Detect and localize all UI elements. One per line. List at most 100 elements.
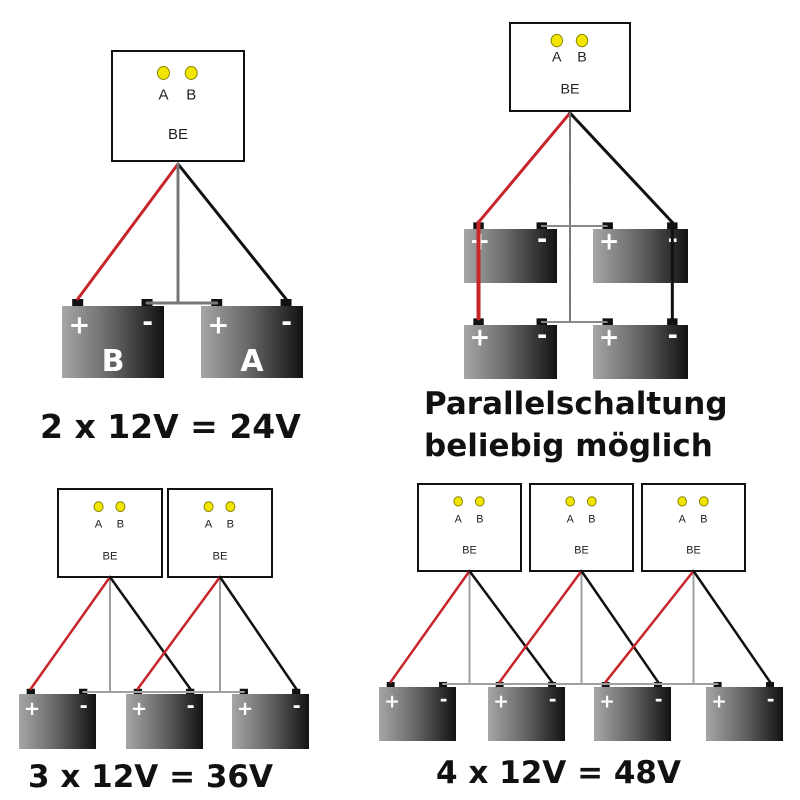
caption-3x12v: 3 x 12V = 36V <box>28 759 273 795</box>
battery: + -B <box>62 299 164 379</box>
balancer-frame <box>57 488 163 578</box>
battery-plus-label: + <box>68 310 90 340</box>
led-a-icon <box>203 501 214 512</box>
negative-wire <box>218 575 298 690</box>
balancer-name: BE <box>212 550 228 562</box>
battery-terminal-negative <box>667 318 678 325</box>
battery: +- <box>488 681 565 741</box>
battery-letter-label: B <box>102 344 125 379</box>
battery-terminal-negative <box>280 299 292 306</box>
battery: +- <box>232 688 309 749</box>
battery-minus-label: - <box>293 695 301 718</box>
led-b-icon <box>474 496 485 507</box>
battery-letter-label: A <box>240 344 264 379</box>
positive-wire <box>29 575 112 690</box>
led-a-icon <box>93 501 104 512</box>
battery: +- <box>593 318 688 379</box>
balancer-frame <box>529 483 634 572</box>
balancer-name: BE <box>102 550 118 562</box>
led-a-icon <box>565 496 575 507</box>
battery-minus-label: - <box>668 320 678 349</box>
battery-body <box>232 694 309 749</box>
battery: +- <box>706 681 783 741</box>
battery-minus-label: - <box>655 689 663 710</box>
led-b-label: B <box>186 86 196 103</box>
led-b-icon <box>586 496 597 507</box>
battery-body <box>201 306 303 378</box>
led-a-label: A <box>567 513 575 525</box>
battery-plus-label: + <box>237 697 253 720</box>
balancer-frame <box>111 50 245 162</box>
balancer-name: BE <box>168 126 188 143</box>
led-a-label: A <box>95 519 103 531</box>
led-b-icon <box>575 33 589 48</box>
battery-minus-label: - <box>80 695 88 718</box>
led-b-label: B <box>227 519 235 531</box>
battery-minus-label: - <box>537 320 547 349</box>
led-a-icon <box>156 66 170 80</box>
balancer-box: A B BE <box>167 488 273 578</box>
battery-body <box>464 325 557 379</box>
battery-plus-label: + <box>384 692 400 713</box>
led-a-label: A <box>455 513 463 525</box>
battery-minus-label: - <box>767 689 775 710</box>
battery-plus-label: + <box>599 227 620 256</box>
caption-parallel-line2: beliebig möglich <box>424 428 713 464</box>
battery-minus-label: - <box>142 307 153 337</box>
battery-terminal-positive <box>602 318 613 325</box>
balancer-frame <box>417 483 522 572</box>
battery: +- <box>379 681 456 741</box>
battery-body <box>62 306 164 378</box>
battery-minus-label: - <box>187 695 195 718</box>
battery-body <box>594 687 671 741</box>
battery-body <box>593 325 688 379</box>
positive-wire <box>498 569 583 684</box>
balancer-box: A B BE <box>111 50 245 162</box>
battery-minus-label: - <box>281 307 292 337</box>
positive-wire <box>76 162 180 301</box>
led-a-label: A <box>158 86 168 103</box>
balancer-name: BE <box>560 81 579 97</box>
led-a-icon <box>677 496 687 507</box>
battery-plus-label: + <box>131 697 147 720</box>
battery-plus-label: + <box>711 692 727 713</box>
led-b-icon <box>184 66 198 80</box>
led-a-label: A <box>205 519 213 531</box>
battery-terminal-positive <box>386 681 395 687</box>
battery-terminal-positive <box>26 688 35 694</box>
battery-plus-label: + <box>599 692 615 713</box>
balancer-box: A B BE <box>417 483 522 572</box>
battery-terminal-positive <box>473 318 484 325</box>
battery-plus-label: + <box>493 692 509 713</box>
battery-plus-label: + <box>24 697 40 720</box>
caption-parallel-line1: Parallelschaltung <box>424 386 728 422</box>
positive-wire <box>136 575 222 690</box>
positive-wire <box>477 111 572 224</box>
caption-4x12v: 4 x 12V = 48V <box>436 755 681 791</box>
led-a-label: A <box>679 513 687 525</box>
led-b-label: B <box>588 513 595 525</box>
battery-body <box>379 687 456 741</box>
led-b-icon <box>225 501 236 512</box>
led-b-label: B <box>476 513 483 525</box>
battery-minus-label: - <box>537 224 547 253</box>
negative-wire <box>580 569 660 684</box>
battery-plus-label: + <box>469 323 490 352</box>
battery: +- <box>19 688 96 749</box>
balancer-name: BE <box>462 545 476 557</box>
led-a-label: A <box>552 50 562 66</box>
led-b-label: B <box>700 513 707 525</box>
caption-2x12v: 2 x 12V = 24V <box>40 407 301 446</box>
battery-body <box>706 687 783 741</box>
battery-minus-label: - <box>440 689 448 710</box>
battery-body <box>19 694 96 749</box>
balancer-box: A B BE <box>529 483 634 572</box>
battery-plus-label: + <box>207 310 229 340</box>
balancer-frame <box>509 22 631 112</box>
battery: +- <box>126 688 203 749</box>
balancer-frame <box>641 483 746 572</box>
balancer-name: BE <box>574 545 588 557</box>
